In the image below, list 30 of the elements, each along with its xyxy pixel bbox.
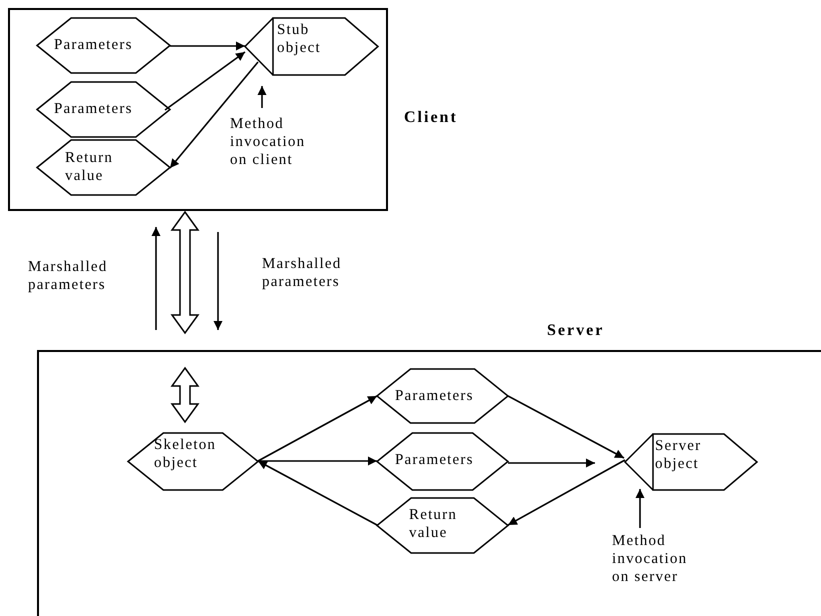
- arrow: [258, 460, 378, 526]
- arrow: [164, 51, 246, 111]
- double-arrow: [170, 366, 200, 424]
- frame-heading: Client: [404, 109, 458, 127]
- node-label: Return value: [65, 149, 114, 185]
- node-label: Server object: [655, 437, 702, 473]
- arrow: [258, 456, 377, 466]
- arrow: [508, 459, 626, 526]
- annotation-text: Method invocation on client: [230, 115, 306, 169]
- annotation-text: Marshalled parameters: [262, 255, 342, 291]
- node-label: Parameters: [54, 36, 134, 54]
- arrow: [636, 489, 644, 528]
- annotation-text: Marshalled parameters: [28, 258, 108, 294]
- node-label: Parameters: [395, 387, 475, 405]
- node-label: Return value: [409, 506, 458, 542]
- arrow: [258, 86, 266, 108]
- frame-heading: Server: [547, 322, 604, 340]
- arrow: [508, 395, 624, 459]
- arrow: [152, 227, 160, 330]
- arrow: [169, 61, 259, 169]
- double-arrow: [170, 210, 200, 334]
- node-label: Parameters: [54, 100, 134, 118]
- arrow: [170, 42, 245, 50]
- annotation-text: Method invocation on server: [612, 532, 688, 586]
- arrow: [508, 458, 595, 468]
- node-label: Skeleton object: [154, 436, 218, 472]
- node-label: Parameters: [395, 451, 475, 469]
- arrow: [214, 232, 222, 330]
- arrow: [258, 395, 378, 462]
- node-label: Stub object: [277, 21, 322, 57]
